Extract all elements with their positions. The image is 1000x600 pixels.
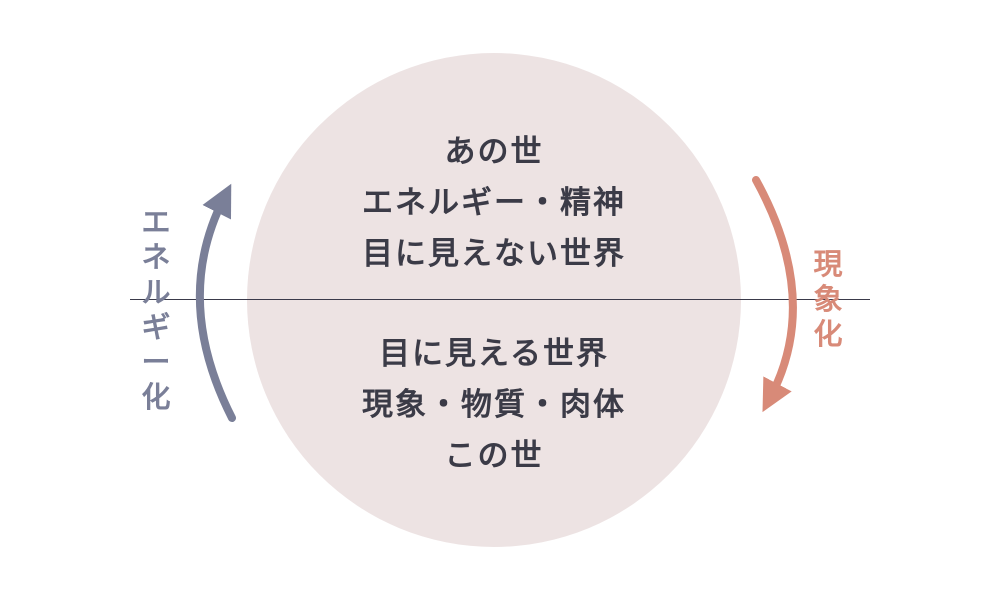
manifestation-label-char: 化 [813, 317, 843, 351]
upper-line-1: あの世 [444, 134, 544, 170]
unseen-world-text: あの世 エネルギー・精神 目に見えない世界 [247, 127, 741, 280]
lower-line-2: 現象・物質・肉体 [362, 387, 626, 423]
manifestation-arrow [752, 176, 797, 413]
energy-label-char: ギ [141, 310, 171, 344]
energy-label-char: ー [141, 345, 171, 379]
energy-label-char: ル [141, 275, 171, 309]
upper-line-2: エネルギー・精神 [362, 185, 626, 221]
energy-arrow [195, 183, 236, 422]
upper-line-3: 目に見えない世界 [362, 236, 626, 272]
energy-label-char: ネ [141, 240, 171, 274]
energy-label: エ ネ ル ギ ー 化 [134, 205, 178, 415]
lower-line-1: 目に見える世界 [378, 336, 610, 372]
energy-label-char: エ [141, 205, 171, 239]
lower-line-3: この世 [444, 438, 544, 474]
manifestation-label-char: 象 [813, 282, 843, 316]
boundary-line [130, 299, 870, 300]
world-circle [247, 53, 741, 547]
manifestation-label: 現 象 化 [806, 247, 850, 352]
manifestation-label-char: 現 [813, 247, 843, 281]
seen-world-text: 目に見える世界 現象・物質・肉体 この世 [247, 329, 741, 482]
energy-label-char: 化 [141, 380, 171, 414]
